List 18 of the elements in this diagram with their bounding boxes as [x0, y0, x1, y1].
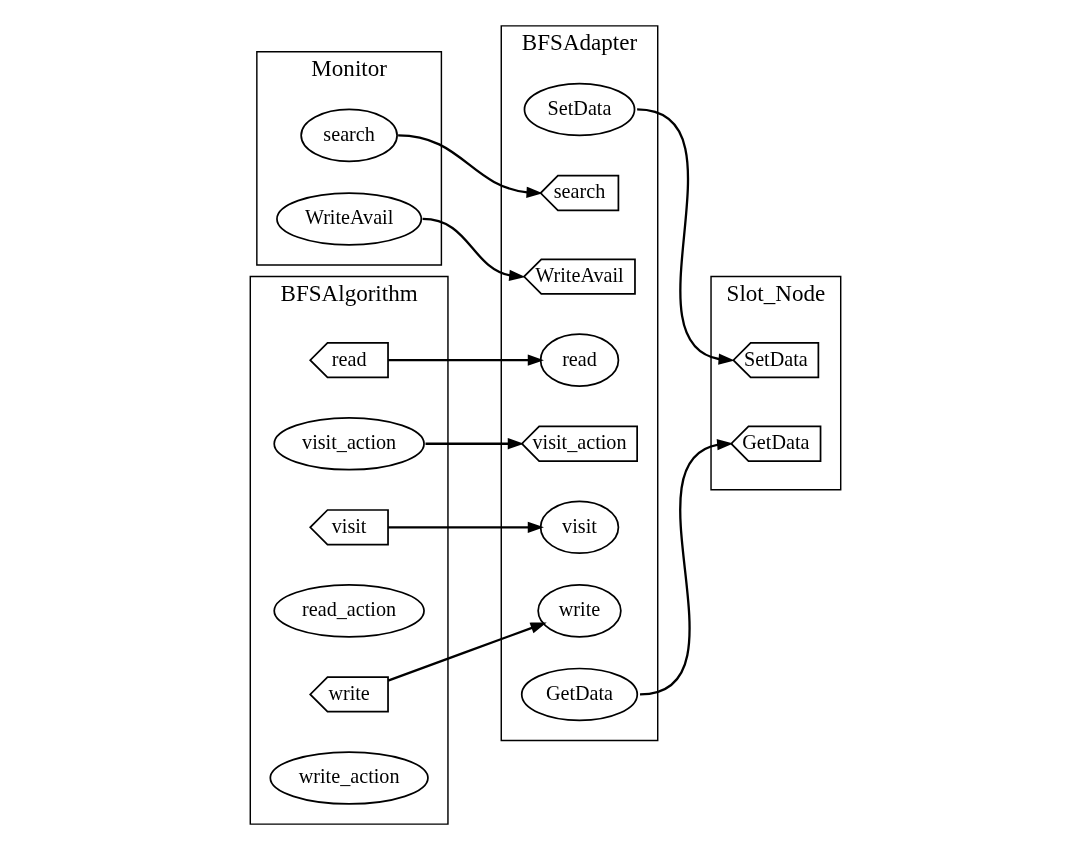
arrow [387, 521, 544, 533]
arrow [387, 622, 547, 682]
node-ellipse: read [539, 333, 619, 387]
arrow [639, 439, 733, 696]
node-ellipse: GetData [520, 667, 638, 722]
arrow [425, 438, 524, 450]
node-ellipse: write_action [268, 751, 429, 805]
node-ellipse: write [536, 584, 622, 638]
node-ellipse: read_action [272, 584, 425, 638]
node-ellipse: search [299, 108, 398, 163]
arrow [397, 134, 543, 198]
node-ellipse: SetData [523, 82, 635, 137]
node-ellipse: visit_action [272, 416, 425, 471]
arrow [636, 108, 735, 365]
node-ellipse: WriteAvail [275, 192, 422, 246]
arrow [387, 354, 544, 366]
node-ellipse: visit [539, 500, 619, 555]
arrow [422, 217, 525, 282]
